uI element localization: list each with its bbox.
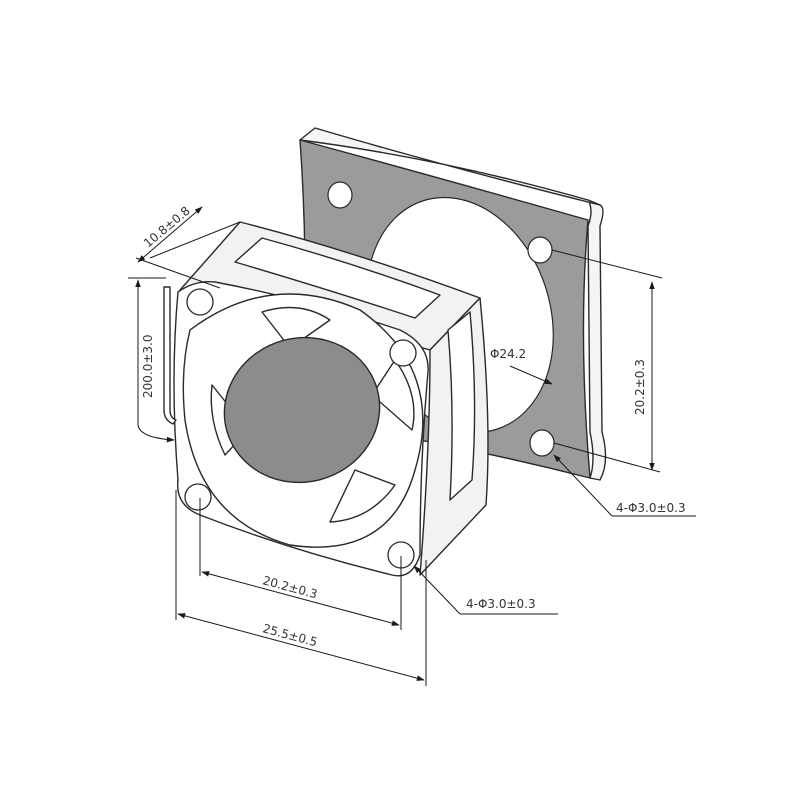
frame-hole-top-left — [186, 288, 214, 316]
rear-hole-diameter-label: 4-Φ3.0±0.3 — [616, 501, 686, 515]
plate-hole-bottom-right — [529, 429, 555, 457]
bore-diameter-label: Φ24.2 — [490, 347, 526, 361]
fan-blade — [371, 359, 415, 431]
rear-hole-spacing-label: 20.2±0.3 — [633, 359, 647, 415]
frame-top-slot — [234, 237, 441, 319]
front-hole-diameter-leader: 4-Φ3.0±0.3 — [413, 565, 558, 615]
fan-blade — [329, 469, 396, 523]
frame-hole-bottom-left — [184, 483, 212, 511]
rear-hole-diameter-leader: 4-Φ3.0±0.3 — [553, 454, 696, 517]
fan-blade — [261, 306, 331, 349]
cable-length-label: 200.0±3.0 — [141, 335, 155, 399]
cable-length-dimension: 200.0±3.0 — [128, 277, 175, 443]
plate-hole-top-left — [327, 181, 353, 209]
plate-hole-top-right — [527, 236, 553, 264]
plate-side-face — [587, 199, 607, 481]
rear-hole-spacing-dimension: 20.2±0.3 — [551, 249, 663, 473]
front-hole-diameter-label: 4-Φ3.0±0.3 — [466, 597, 536, 611]
front-width-label: 25.5±0.5 — [261, 621, 319, 649]
fan-hub — [223, 336, 381, 484]
fan-cable — [163, 286, 177, 425]
frame-right-slot — [447, 311, 476, 501]
thickness-label: 10.8±0.8 — [141, 204, 193, 251]
fan-frame — [173, 221, 489, 577]
bore-diameter-leader: Φ24.2 — [490, 347, 553, 385]
frame-hole-top-right — [389, 339, 417, 367]
plate-top-face — [299, 127, 601, 206]
front-hole-spacing-label: 20.2±0.3 — [261, 573, 319, 601]
